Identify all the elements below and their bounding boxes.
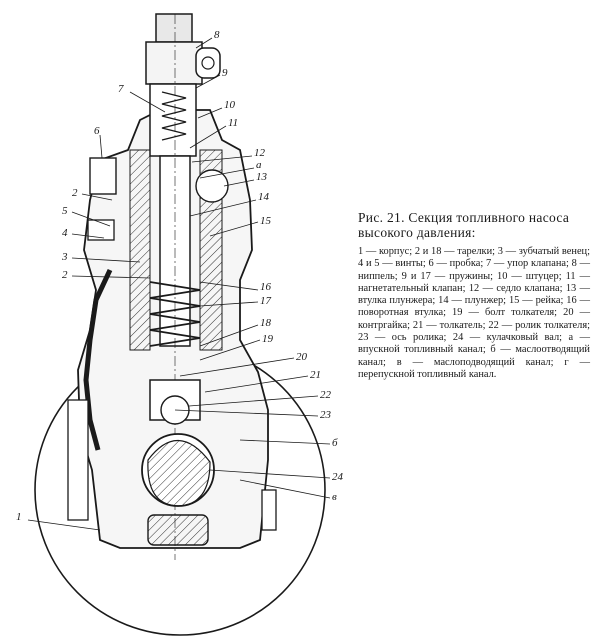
callout-20: 20 bbox=[296, 351, 308, 363]
callout-21: 21 bbox=[310, 369, 321, 381]
callout-v: в bbox=[332, 491, 337, 503]
hatched-wall-left bbox=[129, 149, 151, 351]
callout-17: 17 bbox=[260, 295, 272, 307]
rack-gear bbox=[195, 169, 229, 203]
callout-13: 13 bbox=[256, 171, 268, 183]
upper-spring bbox=[161, 91, 187, 141]
callout-3: 3 bbox=[61, 251, 68, 263]
callout-19: 19 bbox=[262, 333, 274, 345]
bottom-right-bolt bbox=[261, 489, 277, 531]
figure-caption: Рис. 21. Секция топливного насоса высоко… bbox=[358, 210, 590, 381]
callout-15: 15 bbox=[260, 215, 272, 227]
callout-2-bottom: 2 bbox=[62, 269, 68, 281]
bottom-left-bolt bbox=[67, 399, 89, 521]
callout-6: 6 bbox=[94, 125, 100, 137]
caption-title: Рис. 21. Секция топливного насоса высоко… bbox=[358, 210, 570, 240]
callout-22: 22 bbox=[320, 389, 332, 401]
left-plug bbox=[89, 157, 117, 195]
callout-b: б bbox=[332, 437, 338, 449]
callout-a: а bbox=[256, 159, 262, 171]
top-union-nut bbox=[145, 41, 203, 85]
lower-spring bbox=[149, 281, 201, 347]
callout-10: 10 bbox=[224, 99, 236, 111]
callout-14: 14 bbox=[258, 191, 270, 203]
leader-lines bbox=[27, 37, 331, 531]
callout-5: 5 bbox=[62, 205, 68, 217]
callout-1: 1 bbox=[16, 511, 22, 523]
callout-9: 9 bbox=[222, 67, 228, 79]
callout-8: 8 bbox=[214, 29, 220, 41]
caption-legend: 1 — корпус; 2 и 18 — тарелки; 3 — зубчат… bbox=[358, 246, 590, 380]
left-housing-wall bbox=[83, 268, 113, 451]
callout-4: 4 bbox=[62, 227, 68, 239]
bottom-bearing bbox=[147, 514, 209, 546]
union-ear-hole bbox=[201, 56, 215, 70]
callout-labels: 8 9 7 10 11 6 12 а 13 2 14 5 15 4 3 2 16… bbox=[16, 29, 344, 523]
valve-holder bbox=[149, 83, 197, 157]
top-nipple bbox=[155, 13, 193, 43]
callout-11: 11 bbox=[228, 117, 238, 129]
cam-profile bbox=[147, 439, 211, 507]
callout-23: 23 bbox=[320, 409, 332, 421]
callout-16: 16 bbox=[260, 281, 272, 293]
callout-18: 18 bbox=[260, 317, 272, 329]
callout-7: 7 bbox=[118, 83, 124, 95]
callout-12: 12 bbox=[254, 147, 266, 159]
callout-24: 24 bbox=[332, 471, 344, 483]
callout-2-top: 2 bbox=[72, 187, 78, 199]
